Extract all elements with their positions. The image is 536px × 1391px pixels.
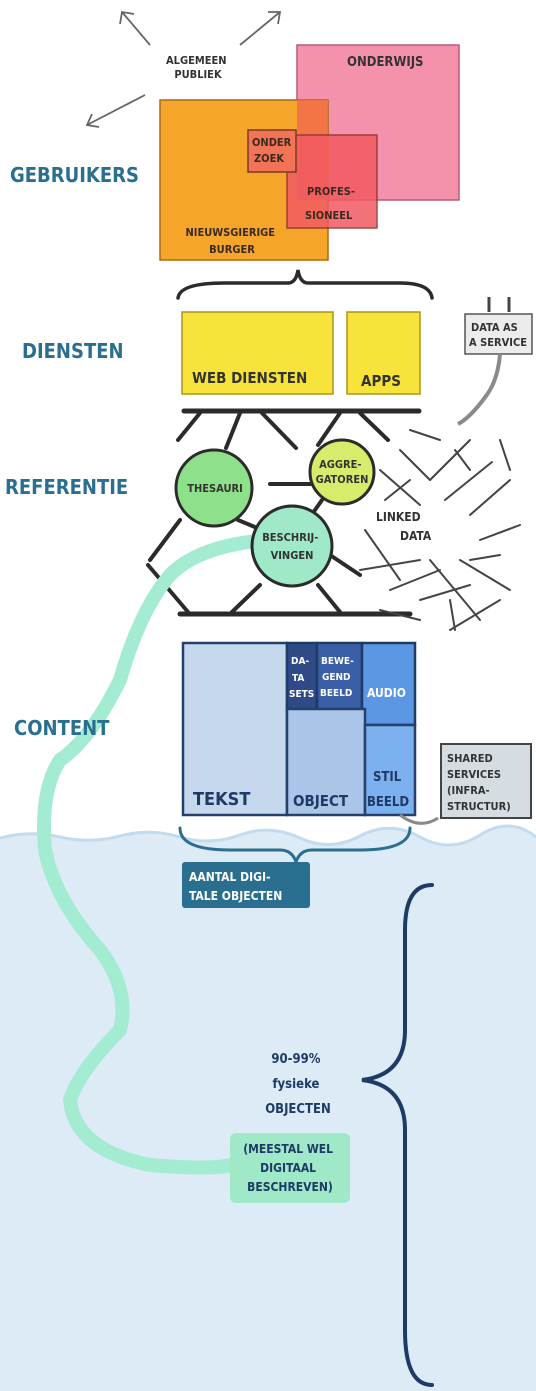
web-diensten-block <box>181 311 334 395</box>
web-diensten-label: WEB DIENSTEN <box>192 369 307 387</box>
aggregatoren-node <box>308 438 376 506</box>
shared-services-label: SHARED SERVICES (INFRA- STRUCTUR) <box>447 752 511 813</box>
meestal-digitaal-beschreven-label: (MEESTAL WEL DIGITAAL BESCHREVEN) <box>243 1142 337 1194</box>
gebruikers-heading: GEBRUIKERS <box>10 163 139 187</box>
network-lines <box>146 411 390 614</box>
diensten-brace <box>176 269 434 300</box>
data-as-a-service-label: DATA AS A SERVICE <box>469 321 527 349</box>
audio-block <box>360 641 417 727</box>
shared-services-cable <box>399 813 439 825</box>
thesauri-node <box>174 448 254 528</box>
water-area <box>0 825 536 1391</box>
tekst-label: TEKST <box>193 789 250 810</box>
onderwijs-label: ONDERWIJS <box>347 55 423 70</box>
object-block <box>285 707 367 817</box>
stil-beeld-label: STIL BEELD <box>367 770 409 810</box>
beschrijvingen-cable <box>37 533 275 1175</box>
algemeen-publiek-label: ALGEMEEN PUBLIEK <box>166 54 230 81</box>
referentie-heading: REFERENTIE <box>5 475 128 499</box>
apps-block <box>346 311 421 395</box>
bewegend-beeld-label: BEWE- GEND BEELD <box>320 656 357 699</box>
water-line <box>0 824 536 847</box>
content-heading: CONTENT <box>14 716 110 740</box>
linked-data-label: LINKED DATA <box>376 510 432 543</box>
shared-services-block <box>440 743 532 819</box>
data-service-cable <box>457 353 502 426</box>
fysieke-objecten-brace <box>361 883 434 1387</box>
beschrijvingen-label: BESCHRIJ- VINGEN <box>262 531 322 562</box>
diensten-heading: DIENSTEN <box>22 339 124 363</box>
plug-icon <box>464 297 533 355</box>
meestal-digitaal-beschreven-box <box>230 1133 350 1203</box>
linked-data-web <box>359 429 521 631</box>
stil-beeld-block <box>363 723 417 817</box>
onderzoek-block <box>247 129 297 173</box>
aantal-digitale-objecten-box <box>182 862 310 908</box>
object-label: OBJECT <box>293 792 349 810</box>
audio-label: AUDIO <box>367 686 406 700</box>
aantal-digitale-objecten-label: AANTAL DIGI- TALE OBJECTEN <box>189 870 282 903</box>
datasets-label: DA- TA SETS <box>289 656 314 700</box>
onderzoek-label: ONDER ZOEK <box>252 136 295 165</box>
professioneel-label: PROFES- SIONEEL <box>305 185 359 222</box>
fysieke-objecten-label: 90-99% fysieke OBJECTEN <box>265 1052 331 1117</box>
nieuwsgierige-burger-label: NIEUWSGIERIGE BURGER <box>185 226 278 256</box>
arrow-icon <box>85 10 282 128</box>
aggregatoren-label: AGGRE- GATOREN <box>316 458 369 486</box>
professioneel-block <box>286 134 378 229</box>
thesauri-label: THESAURI <box>187 482 243 495</box>
apps-label: APPS <box>361 372 401 390</box>
beschrijvingen-node <box>250 504 334 588</box>
